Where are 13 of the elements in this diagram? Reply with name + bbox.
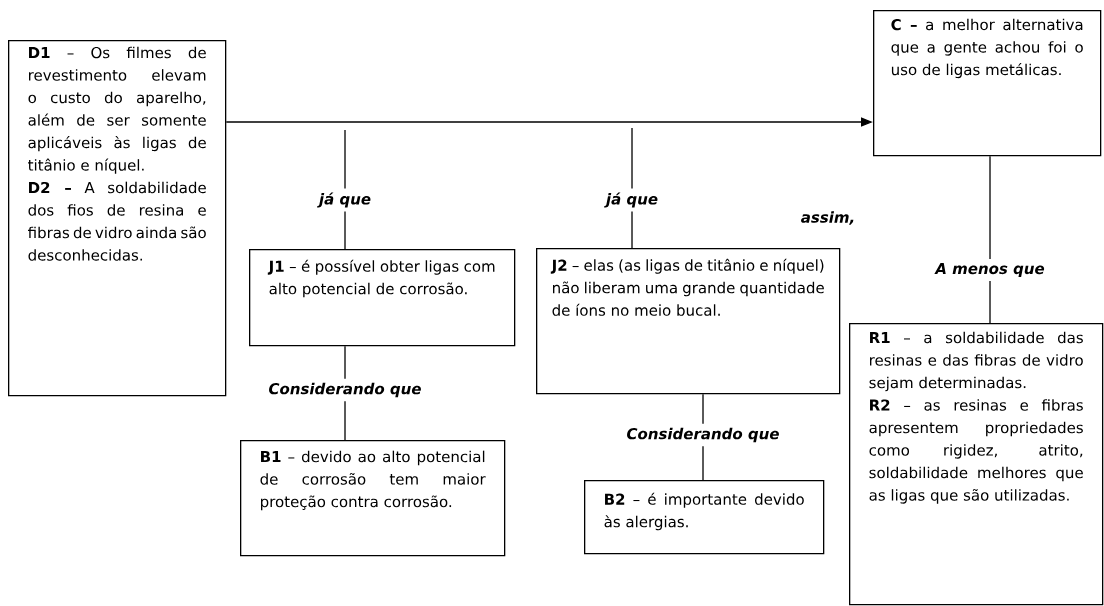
edge-label: A menos que bbox=[931, 259, 1049, 282]
edge-label: Considerando que bbox=[622, 423, 784, 447]
text-box: J2 – elas (as ligas de titânio e níquel) não liberam uma grande quantidade de íons no meio bucal. bbox=[536, 248, 841, 395]
connective-label: assim, bbox=[801, 211, 854, 225]
edge-label: já que bbox=[314, 188, 376, 212]
text-box: R1 – a soldabilidade das resinas e das fibras de vidro sejam determinadas. R2 – as resinas e fibras apresentem propriedades como rigidez, atrito, soldabilidade melhores que as ligas que são utilizadas. bbox=[849, 323, 1104, 606]
text-box: D1 – Os filmes de revestimento elevam o custo do aparelho, além de ser somente aplicáveis às ligas de titânio e níquel. D2 – A soldabilidade dos fios de resina e fibras de vidro ainda são desconhecidas. bbox=[8, 40, 227, 397]
text-box: B2 – é importante devido às alergias. bbox=[584, 480, 825, 555]
text-box: C – a melhor alternativa que a gente achou foi o uso de ligas metálicas. bbox=[873, 10, 1102, 157]
text-box: J1 – é possível obter ligas com alto potencial de corrosão. bbox=[249, 249, 516, 347]
edge-label: já que bbox=[601, 188, 663, 212]
text-box: B1 – devido ao alto potencial de corrosão tem maior proteção contra corrosão. bbox=[240, 440, 506, 557]
edge-label: Considerando que bbox=[264, 378, 426, 402]
